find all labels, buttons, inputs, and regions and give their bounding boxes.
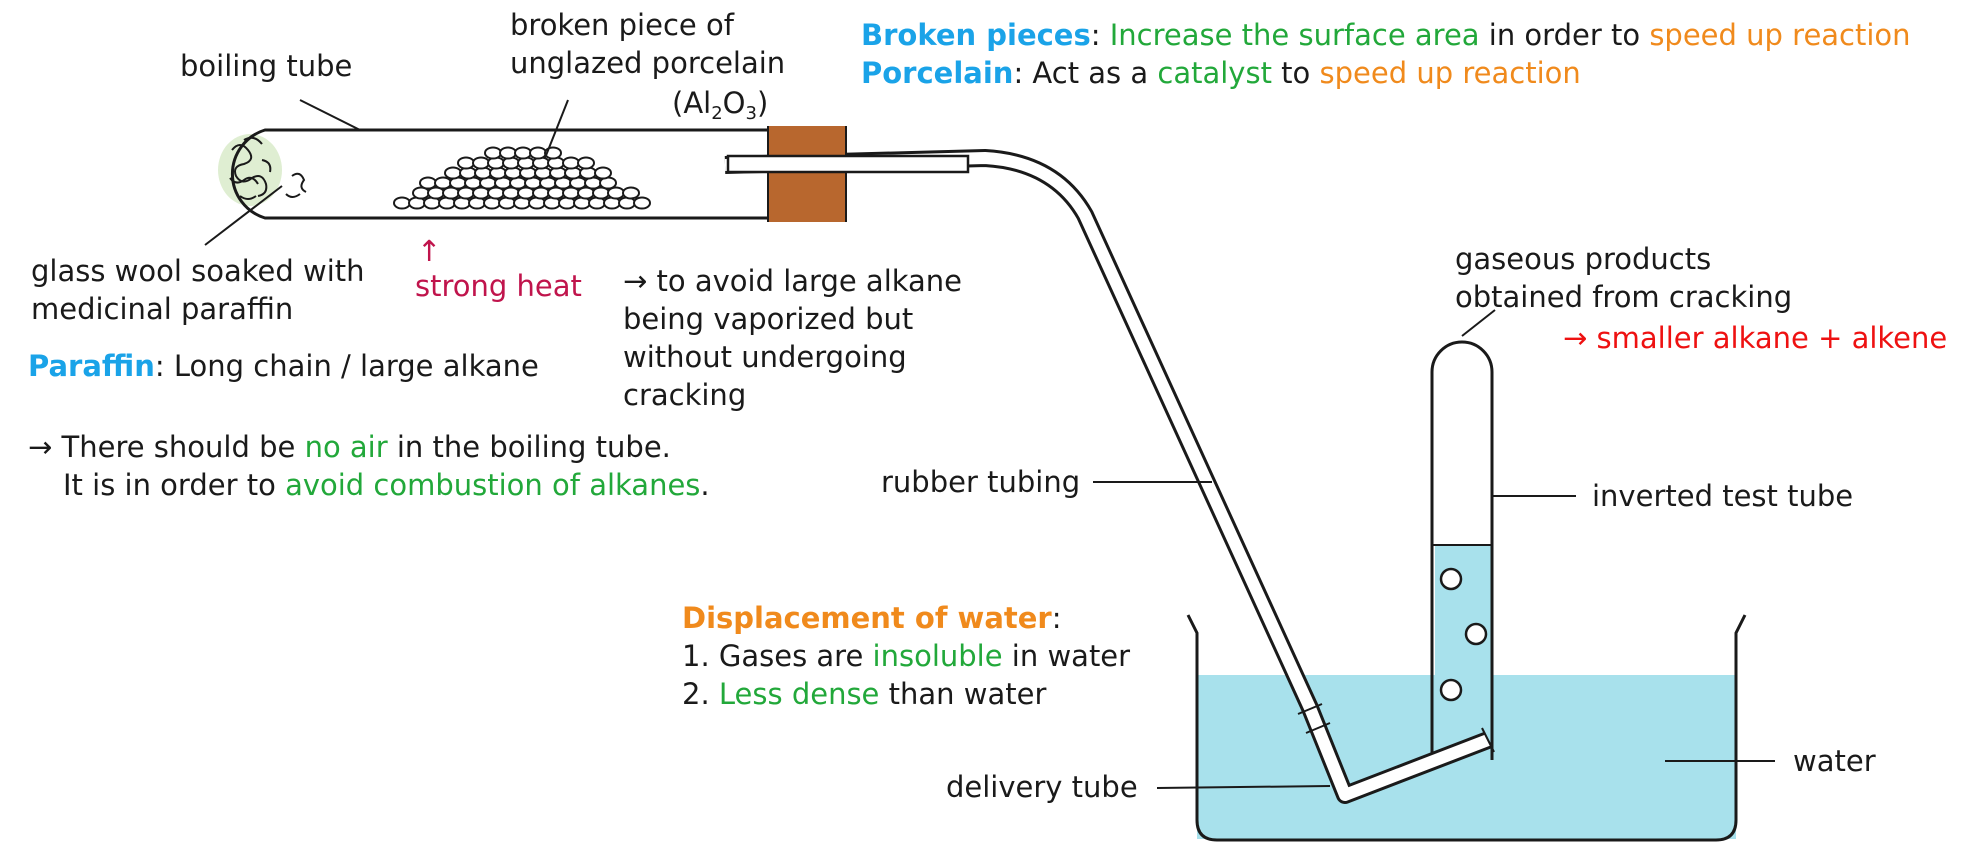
label-porcelain-formula: (Al2O3)	[672, 86, 769, 124]
rubber-stopper	[768, 126, 846, 222]
porcelain-piece	[499, 146, 517, 160]
note-paraffin: Paraffin: Long chain / large alkane	[28, 349, 539, 383]
label-rubber-tubing: rubber tubing	[881, 465, 1081, 499]
porcelain-piece	[562, 156, 580, 170]
porcelain-piece	[594, 166, 612, 180]
note-porcelain: Porcelain: Act as a catalyst to speed up…	[861, 56, 1581, 90]
label-boiling-tube: boiling tube	[180, 49, 353, 83]
leader-delivery-tube	[1156, 785, 1331, 789]
porcelain-piece	[444, 166, 462, 180]
label-water: water	[1793, 744, 1876, 778]
porcelain-piece	[434, 176, 452, 190]
water-trough	[1186, 614, 1747, 842]
tube-connector	[1305, 722, 1331, 734]
note-avoid-line4: cracking	[623, 378, 747, 412]
gas-bubble	[1439, 567, 1463, 591]
label-porcelain-line1: broken piece of	[510, 8, 734, 42]
leader-glass-wool	[204, 185, 283, 246]
note-displacement-point1: 1. Gases are insoluble in water	[682, 639, 1131, 673]
rubber-tubing-bore	[724, 152, 1491, 801]
porcelain-piece	[622, 186, 640, 200]
note-broken-pieces: Broken pieces: Increase the surface area…	[861, 18, 1911, 52]
label-inverted-test-tube: inverted test tube	[1592, 479, 1854, 513]
boiling-tube	[231, 128, 820, 220]
label-glass-wool-line1: glass wool soaked with	[31, 254, 365, 288]
inverted-test-tube	[1430, 340, 1494, 760]
glass-delivery-tube	[726, 154, 970, 174]
note-avoid-line1: → to avoid large alkane	[623, 264, 963, 298]
glass-wool	[218, 134, 282, 206]
leader-porcelain	[544, 99, 569, 159]
note-air-line2: It is in order to avoid combustion of al…	[63, 468, 710, 502]
tube-connector	[1297, 703, 1323, 715]
label-gaseous-line1: gaseous products	[1455, 242, 1712, 276]
note-avoid-line3: without undergoing	[623, 340, 907, 374]
note-avoid-line2: being vaporized but	[623, 302, 914, 336]
porcelain-piece	[633, 196, 651, 210]
porcelain-piece	[514, 146, 532, 160]
label-porcelain-line2: unglazed porcelain	[510, 46, 786, 80]
gas-bubble	[1439, 678, 1463, 702]
note-displacement-point2: 2. Less dense than water	[682, 677, 1047, 711]
porcelain-piece	[529, 146, 547, 160]
leader-boiling-tube	[299, 99, 361, 131]
heat-arrow: ↑	[417, 234, 442, 268]
label-glass-wool-line2: medicinal paraffin	[31, 292, 294, 326]
porcelain-piece	[457, 156, 475, 170]
label-strong-heat: strong heat	[415, 269, 582, 303]
porcelain-pieces	[393, 146, 651, 210]
note-displacement-title: Displacement of water:	[682, 601, 1062, 635]
porcelain-piece	[419, 176, 437, 190]
gas-bubble	[1464, 622, 1488, 646]
porcelain-piece	[393, 196, 411, 210]
delivery-tube-end	[1481, 727, 1495, 753]
porcelain-piece	[472, 156, 490, 170]
note-products: → smaller alkane + alkene	[1563, 321, 1948, 355]
porcelain-piece	[577, 156, 595, 170]
porcelain-piece	[484, 146, 502, 160]
glass-wool-fibres	[229, 136, 307, 200]
label-gaseous-line2: obtained from cracking	[1455, 280, 1793, 314]
note-air-line1: → There should be no air in the boiling …	[28, 430, 671, 464]
label-delivery-tube: delivery tube	[946, 770, 1138, 804]
leader-gaseous-products	[1461, 309, 1496, 337]
